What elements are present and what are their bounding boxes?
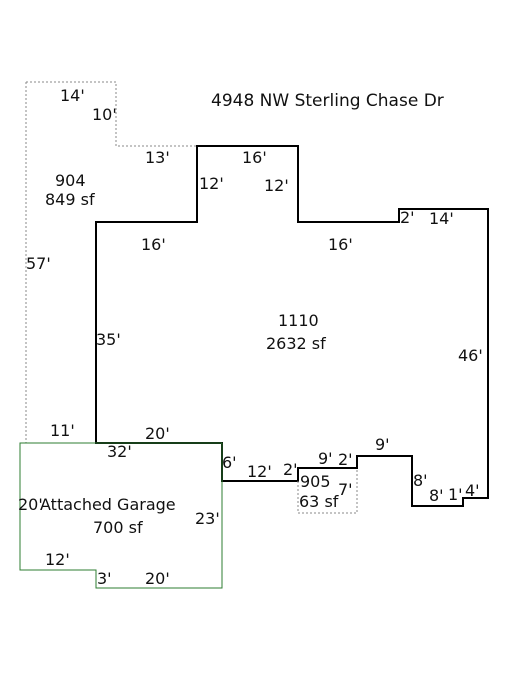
dim-label: 12' [199, 174, 224, 193]
dim-label: 14' [429, 209, 454, 228]
dim-label: 6' [222, 453, 237, 472]
dim-label: 20' [18, 495, 43, 514]
dim-label: 1' [448, 485, 463, 504]
garage-outline [19, 442, 223, 589]
dim-label: 14' [60, 86, 85, 105]
dim-label: 2' [283, 460, 298, 479]
dim-label: 20' [145, 424, 170, 443]
area-1110-code: 1110 [278, 311, 319, 330]
dim-label: 9' [318, 449, 333, 468]
dim-label: 3' [97, 569, 112, 588]
dim-label: 23' [195, 509, 220, 528]
dim-label: 9' [375, 435, 390, 454]
area-905-code: 905 [300, 472, 331, 491]
dim-label: 12' [45, 550, 70, 569]
dim-label: 35' [96, 330, 121, 349]
porch-905-outline [297, 468, 358, 514]
lot-904-outline [25, 81, 197, 443]
dim-label: 57' [26, 254, 51, 273]
dim-label: 11' [50, 421, 75, 440]
dim-label: 2' [338, 450, 353, 469]
area-905-size: 63 sf [299, 492, 339, 511]
dim-label: 2' [400, 208, 415, 227]
dim-label: 10' [92, 105, 117, 124]
area-1110-size: 2632 sf [266, 334, 326, 353]
dim-label: 46' [458, 346, 483, 365]
area-904-code: 904 [55, 171, 86, 190]
dim-label: 16' [328, 235, 353, 254]
dim-label: 32' [107, 442, 132, 461]
dim-label: 16' [242, 148, 267, 167]
garage-size: 700 sf [93, 518, 143, 537]
dim-label: 8' [413, 471, 428, 490]
address-label: 4948 NW Sterling Chase Dr [211, 91, 444, 111]
dim-label: 20' [145, 569, 170, 588]
dim-label: 8' [429, 486, 444, 505]
dim-label: 12' [247, 462, 272, 481]
dim-label: 13' [145, 148, 170, 167]
area-904-size: 849 sf [45, 190, 95, 209]
dim-label: 4' [465, 481, 480, 500]
main-building-outline [95, 145, 489, 507]
dim-label: 16' [141, 235, 166, 254]
garage-name: Attached Garage [40, 495, 176, 514]
dim-label: 7' [338, 480, 353, 499]
dim-label: 12' [264, 176, 289, 195]
